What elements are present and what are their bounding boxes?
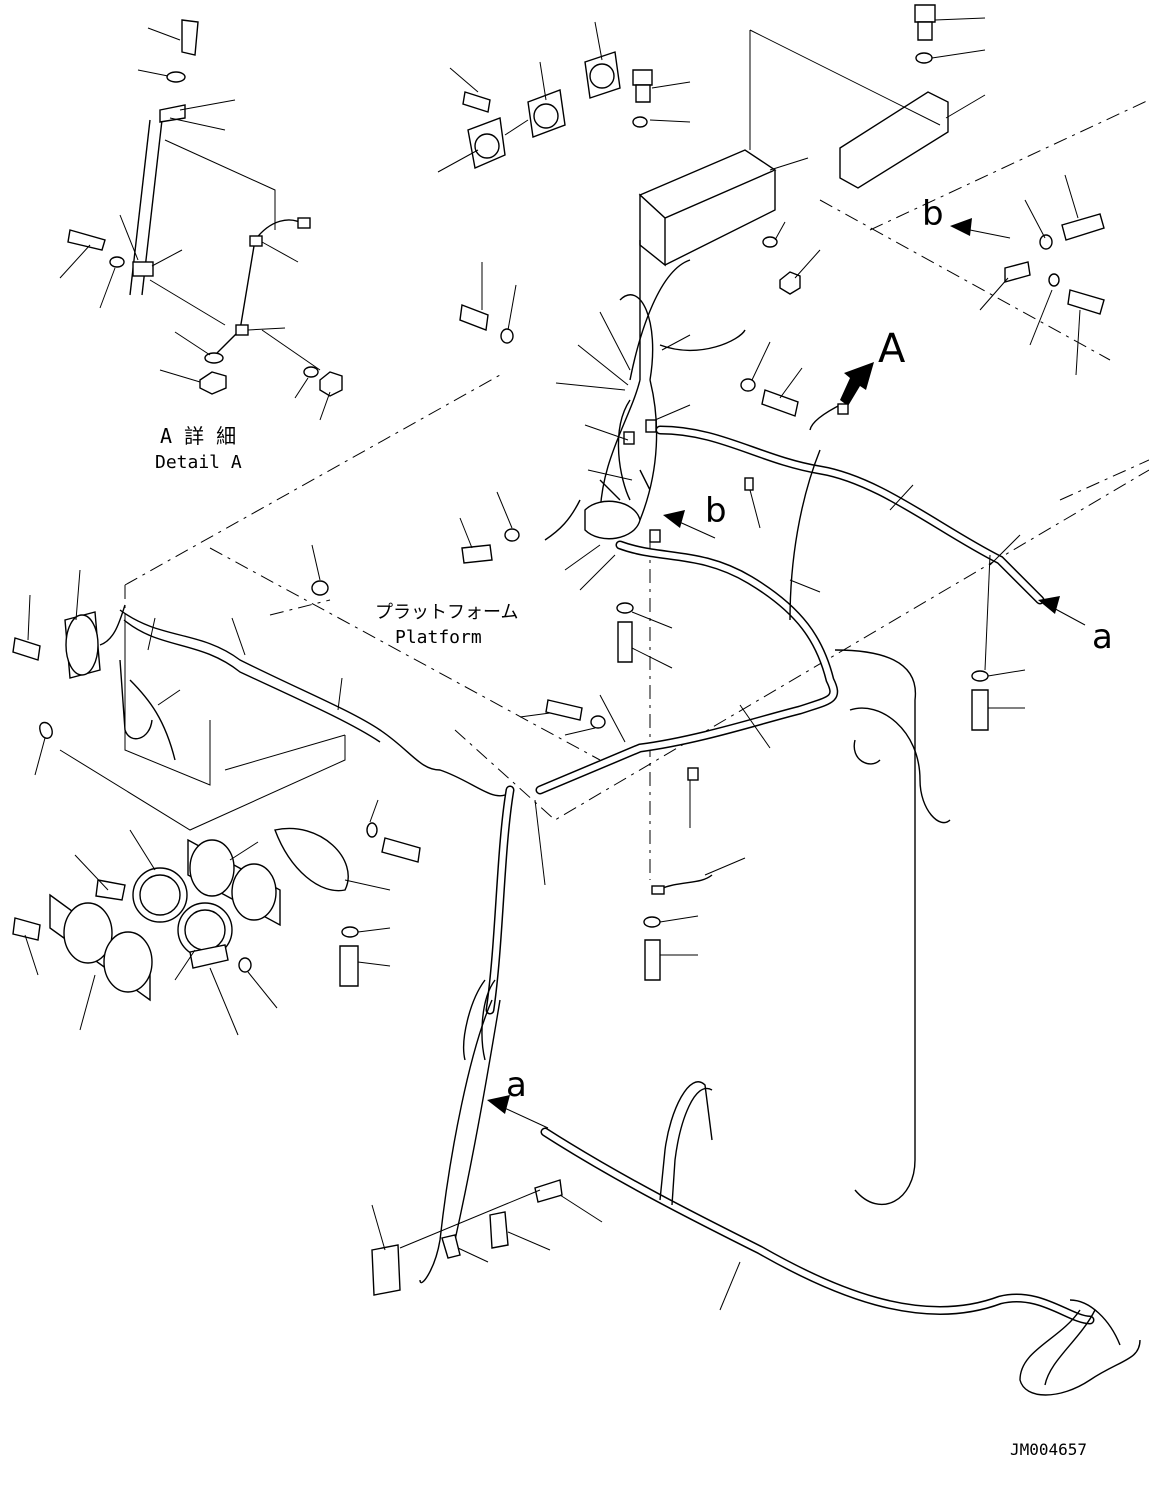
ref-a-label-bottom: a — [506, 1065, 527, 1105]
arrow-icon — [950, 218, 972, 236]
ref-b-label-top: b — [922, 194, 944, 234]
cable-runs — [119, 425, 1141, 1396]
platform-label-jp: プラットフォーム — [375, 602, 518, 623]
detail-a-title-en: Detail A — [155, 452, 242, 473]
arrow-icon — [1038, 596, 1060, 614]
top-center-parts — [437, 4, 1105, 376]
bold-arrow-icon — [840, 362, 874, 406]
drawing-number: JM004657 — [1010, 1440, 1087, 1459]
lamp-assembly — [12, 569, 421, 1036]
arrow-icon — [663, 510, 685, 528]
central-harness — [459, 240, 803, 591]
detail-a-group — [59, 19, 343, 421]
text-labels: A 詳 細 Detail A プラットフォーム Platform A b b a… — [155, 194, 1113, 1459]
platform-label-en: Platform — [395, 627, 482, 648]
direction-arrows — [487, 218, 1086, 1129]
ref-a-label-right: a — [1092, 617, 1113, 657]
view-a-label: A — [878, 326, 906, 372]
detail-a-title-jp: A 詳 細 — [160, 424, 236, 448]
lower-parts — [311, 484, 1026, 1311]
ref-b-label-middle: b — [705, 491, 727, 531]
platform-outline — [124, 99, 1149, 880]
arrow-icon — [487, 1095, 510, 1114]
